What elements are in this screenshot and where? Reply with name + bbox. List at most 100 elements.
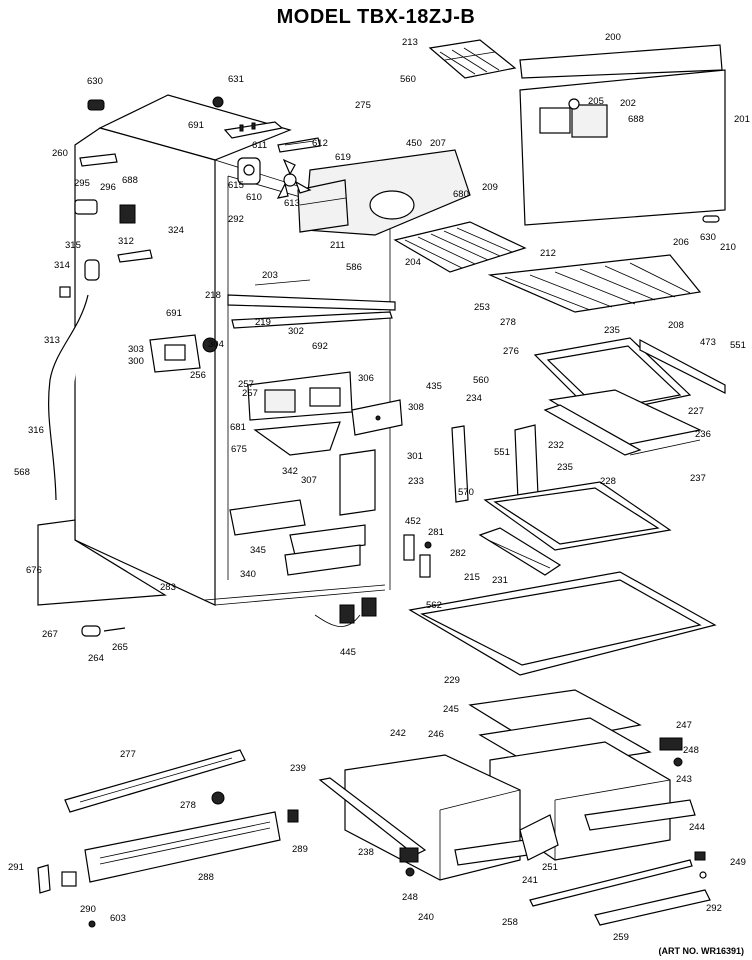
part-label: 278	[500, 317, 516, 328]
part-label: 551	[494, 447, 510, 458]
bracket-611	[223, 121, 284, 139]
light-housing	[247, 371, 353, 421]
diagram-title: MODEL TBX-18ZJ-B	[276, 6, 476, 28]
part-label: 435	[426, 381, 442, 392]
part-label: 215	[464, 572, 480, 583]
part-label: 235	[604, 325, 620, 336]
shelf-227-236	[543, 389, 702, 456]
part-label: 630	[87, 76, 103, 87]
part-label: 289	[292, 844, 308, 855]
part-label: 281	[428, 527, 444, 538]
part-label: 278	[180, 800, 196, 811]
part-label: 450	[406, 138, 422, 149]
part-label: 345	[250, 545, 266, 556]
part-label: 213	[402, 37, 418, 48]
hinge-parts-upper	[59, 153, 153, 298]
bin-215	[478, 527, 562, 576]
part-label: 292	[706, 903, 722, 914]
part-label: 313	[44, 335, 60, 346]
part-label: 201	[734, 114, 750, 125]
part-label: 619	[335, 152, 351, 163]
part-label: 248	[402, 892, 418, 903]
part-label: 243	[676, 774, 692, 785]
part-label: 204	[405, 257, 421, 268]
part-label: 231	[492, 575, 508, 586]
bracket-452-282	[403, 534, 432, 578]
roller-278	[211, 791, 225, 805]
part-label: 680	[453, 189, 469, 200]
art-number: (ART NO. WR16391)	[658, 946, 744, 956]
part-label: 676	[26, 565, 42, 576]
part-label: 681	[230, 422, 246, 433]
drain-tube	[48, 294, 89, 501]
part-label: 688	[122, 175, 138, 186]
part-label: 452	[405, 516, 421, 527]
part-label: 295	[74, 178, 90, 189]
part-label: 234	[466, 393, 482, 404]
part-label: 257	[238, 379, 254, 390]
part-label: 200	[605, 32, 621, 43]
part-label: 206	[673, 237, 689, 248]
fan-blade	[276, 158, 312, 199]
part-label: 308	[408, 402, 424, 413]
bushing-631	[212, 96, 224, 108]
part-label: 307	[301, 475, 317, 486]
part-label: 288	[198, 872, 214, 883]
part-label: 265	[112, 642, 128, 653]
part-label: 241	[522, 875, 538, 886]
part-label: 248	[683, 745, 699, 756]
part-label: 238	[358, 847, 374, 858]
evaporator-housing	[297, 149, 471, 236]
part-label: 615	[228, 180, 244, 191]
part-label: 275	[355, 100, 371, 111]
part-label: 292	[228, 214, 244, 225]
part-label: 258	[502, 917, 518, 928]
part-label: 603	[110, 913, 126, 924]
leveling-parts	[81, 625, 126, 637]
part-label: 245	[443, 704, 459, 715]
part-label: 233	[408, 476, 424, 487]
part-label: 210	[720, 242, 736, 253]
part-label: 551	[730, 340, 746, 351]
part-label: 296	[100, 182, 116, 193]
part-label: 691	[166, 308, 182, 319]
part-label: 264	[88, 653, 104, 664]
part-label: 300	[128, 356, 144, 367]
freezer-door	[519, 44, 726, 226]
part-label: 205	[588, 96, 604, 107]
part-label: 611	[252, 140, 267, 151]
part-label: 267	[42, 629, 58, 640]
interior-parts-lower	[229, 449, 376, 576]
part-label: 691	[188, 120, 204, 131]
part-label: 675	[231, 444, 247, 455]
part-label: 560	[473, 375, 489, 386]
spring-630	[87, 99, 105, 111]
part-label: 246	[428, 729, 444, 740]
clip-289	[287, 809, 299, 823]
part-label: 203	[262, 270, 278, 281]
part-label: 260	[52, 148, 68, 159]
part-label: 229	[444, 675, 460, 686]
part-label: 282	[450, 548, 466, 559]
part-label: 613	[284, 198, 300, 209]
part-label: 473	[700, 337, 716, 348]
drawer-bracket-238	[399, 847, 419, 877]
part-label: 227	[688, 406, 704, 417]
heater-612	[277, 137, 321, 153]
part-label: 276	[503, 346, 519, 357]
slide-rail-277	[64, 749, 246, 813]
grille-288	[84, 811, 281, 883]
part-label: 586	[346, 262, 362, 273]
slide-rail-239	[318, 777, 427, 856]
part-label: 218	[205, 290, 221, 301]
part-label: 568	[14, 467, 30, 478]
freezer-shelf	[393, 221, 527, 273]
part-label: 314	[54, 260, 70, 271]
bracket-247	[659, 737, 683, 767]
shelf-bracket-473	[639, 339, 726, 394]
part-label: 208	[668, 320, 684, 331]
part-label: 257	[242, 388, 258, 399]
part-label: 242	[390, 728, 406, 739]
